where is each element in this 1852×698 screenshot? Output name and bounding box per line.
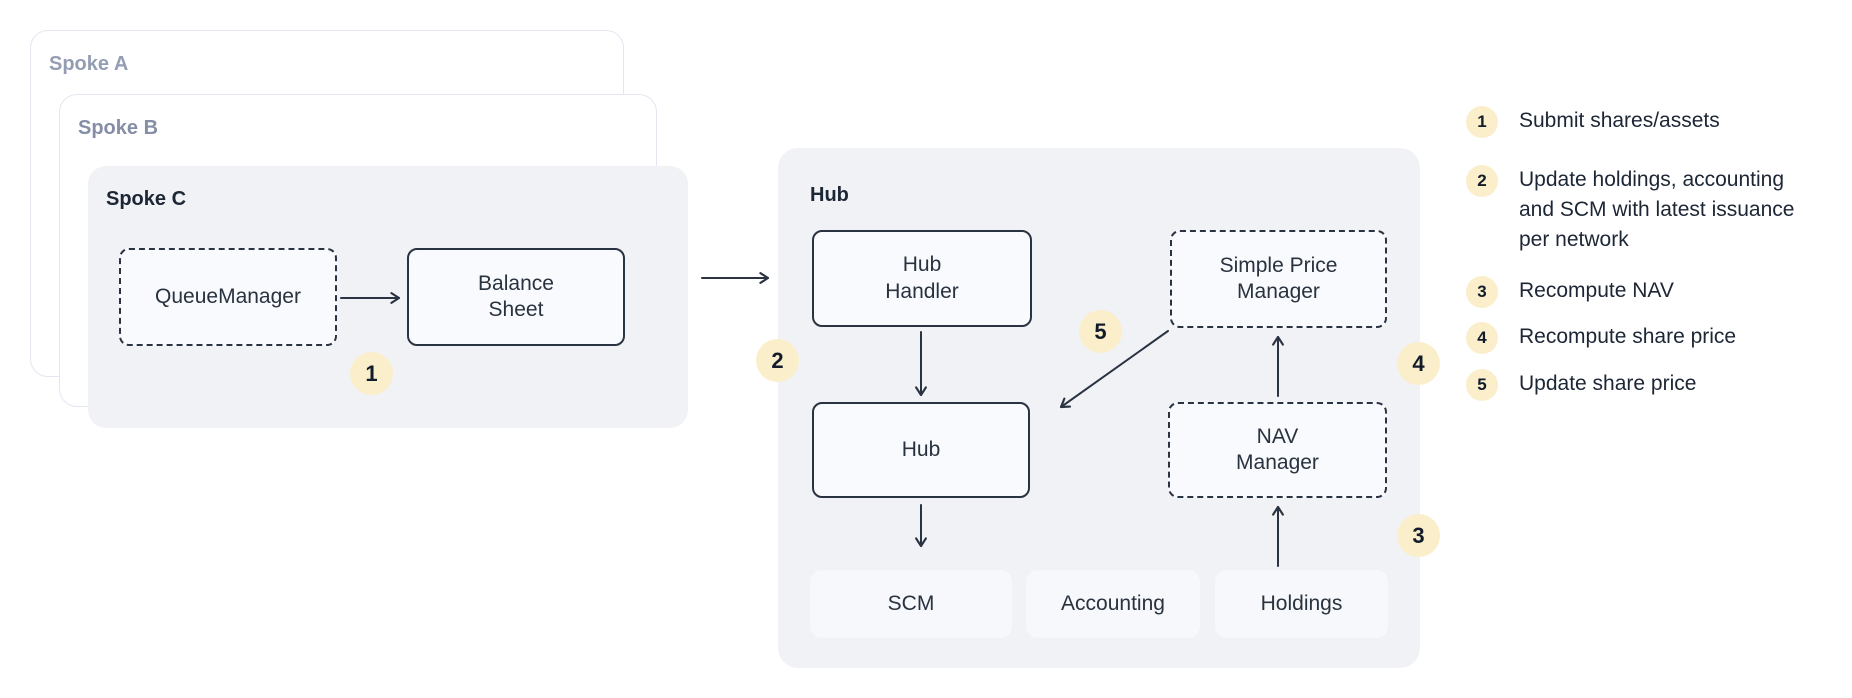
hub-node: Hub: [812, 402, 1030, 498]
legend-text-4: Recompute share price: [1519, 325, 1737, 348]
scm-tile: SCM: [810, 570, 1012, 638]
legend-badge-3: 3: [1466, 276, 1498, 308]
step-badge-1: 1: [350, 352, 393, 395]
step-badge-5: 5: [1079, 310, 1122, 353]
spoke-b-title: Spoke B: [78, 117, 159, 139]
legend-badge-4: 4: [1466, 322, 1498, 354]
step-badge-3: 3: [1397, 514, 1440, 557]
legend-text-5: Update share price: [1519, 372, 1697, 395]
nav-manager-node: NAV Manager: [1168, 402, 1387, 498]
step-badge-2: 2: [756, 339, 799, 382]
legend-badge-2: 2: [1466, 165, 1498, 197]
step-badge-4: 4: [1397, 342, 1440, 385]
balance-sheet-node: Balance Sheet: [407, 248, 625, 346]
legend-badge-1: 1: [1466, 106, 1498, 138]
legend-badge-5: 5: [1466, 369, 1498, 401]
legend-text-1: Submit shares/assets: [1519, 109, 1720, 132]
legend-item-3: 3 Recompute NAV: [1466, 276, 1819, 308]
legend: 1 Submit shares/assets 2 Update holdings…: [1466, 0, 1846, 698]
legend-item-2: 2 Update holdings, accounting and SCM wi…: [1466, 165, 1819, 255]
queue-manager-node: QueueManager: [119, 248, 337, 346]
legend-text-2: Update holdings, accounting and SCM with…: [1519, 168, 1795, 251]
simple-price-manager-node: Simple Price Manager: [1170, 230, 1387, 328]
accounting-tile: Accounting: [1026, 570, 1200, 638]
spoke-a-title: Spoke A: [49, 53, 129, 75]
legend-text-3: Recompute NAV: [1519, 279, 1674, 302]
spoke-c-title: Spoke C: [106, 188, 187, 210]
hub-handler-node: Hub Handler: [812, 230, 1032, 327]
legend-item-5: 5 Update share price: [1466, 369, 1819, 401]
hub-title: Hub: [810, 184, 849, 206]
legend-item-4: 4 Recompute share price: [1466, 322, 1819, 354]
holdings-tile: Holdings: [1215, 570, 1388, 638]
legend-item-1: 1 Submit shares/assets: [1466, 106, 1819, 138]
